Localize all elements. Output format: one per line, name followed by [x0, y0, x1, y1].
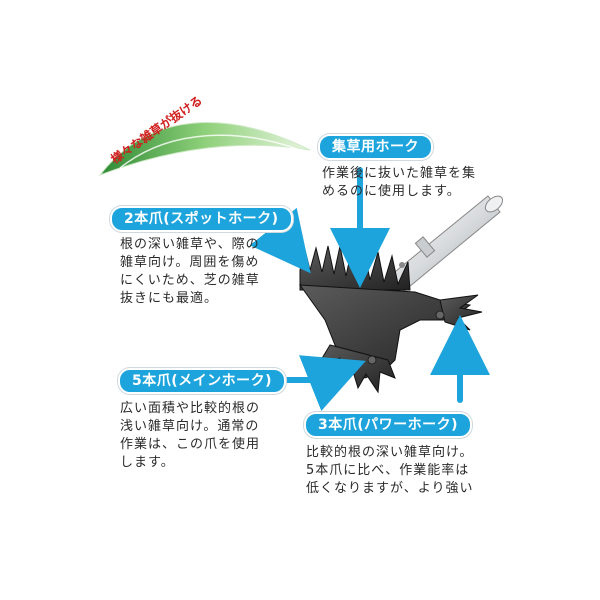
label-two-prong: 2本爪(スポットホーク): [110, 206, 293, 232]
leaf-decoration: [98, 122, 311, 177]
desc-three-prong: 比較的根の深い雑草向け。 5本爪に比べ、作業能率は 低くなりますが、より強い: [306, 445, 474, 496]
desc-two-prong: 根の深い雑草や、際の 雑草向け。周囲を傷め にくいため、芝の雑草 抜きにも最適。: [120, 237, 260, 306]
arrow-five-prong: [269, 355, 366, 411]
label-collect-fork: 集草用ホーク: [318, 134, 433, 160]
handle: [384, 195, 504, 297]
label-three-prong: 3本爪(パワーホーク): [304, 412, 473, 438]
desc-five-prong: 広い面積や比較的根の 浅い雑草向け。通常の 作業は、この爪を使用 します。: [120, 401, 261, 470]
desc-collect-fork: 作業後に抜いた雑草を集 めるのに使用します。: [322, 166, 477, 199]
label-five-prong: 5本爪(メインホーク): [118, 368, 287, 394]
rake-head: [298, 245, 483, 394]
